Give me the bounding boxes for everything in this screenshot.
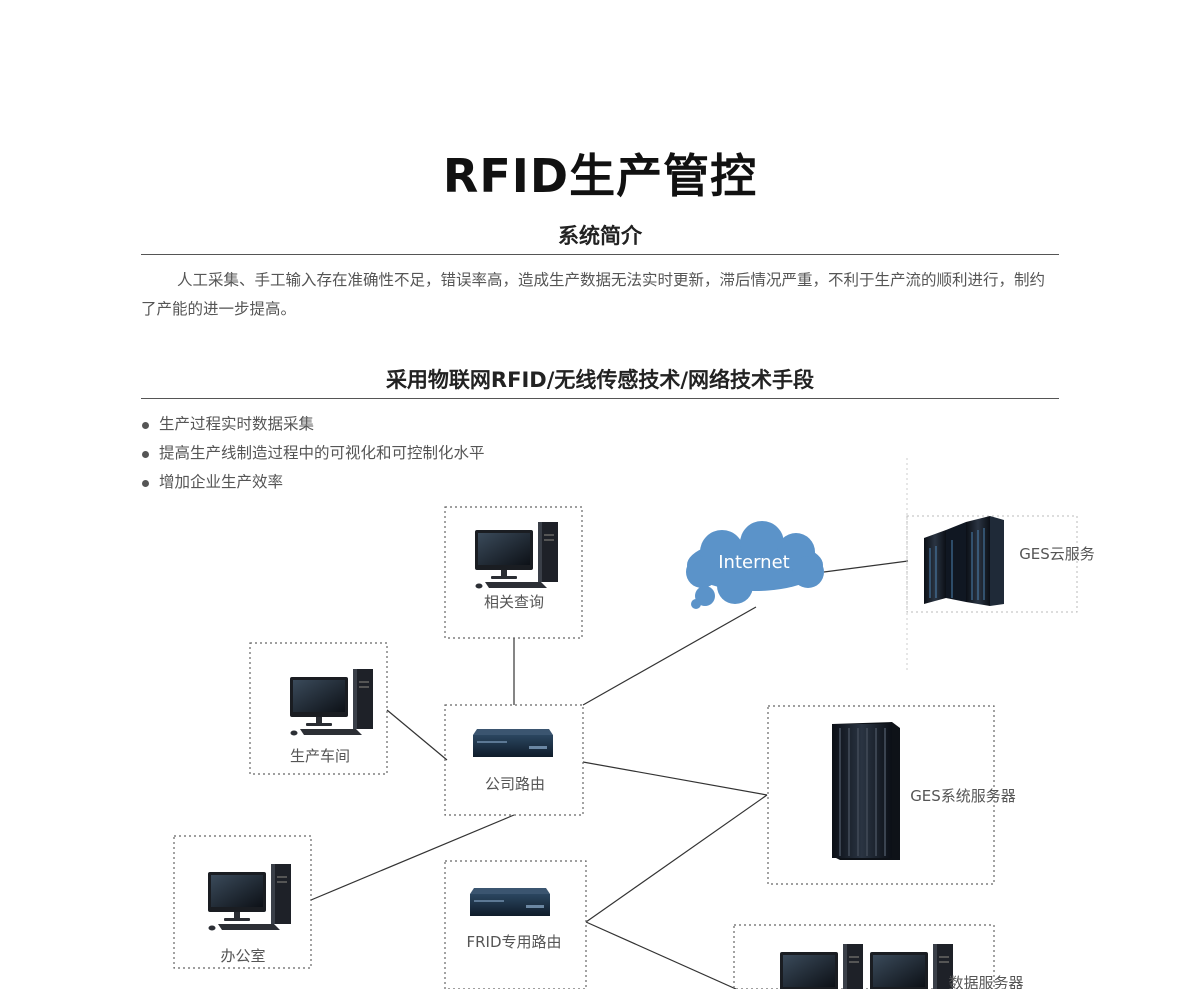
bullet-item: 提高生产线制造过程中的可视化和可控制化水平 — [141, 439, 485, 468]
ges-server-node-label: GES系统服务器 — [910, 787, 1016, 805]
router-node-box — [444, 704, 584, 816]
approach-bullet-list: 生产过程实时数据采集 提高生产线制造过程中的可视化和可控制化水平 增加企业生产效… — [141, 410, 485, 497]
cloud-node-box — [906, 515, 1078, 613]
bullet-item: 生产过程实时数据采集 — [141, 410, 485, 439]
data-server-node-box — [733, 924, 995, 989]
query-node-box — [444, 506, 583, 639]
link-router-internet — [582, 606, 757, 706]
page-title: RFID生产管控 — [442, 149, 758, 203]
intro-divider — [141, 254, 1059, 255]
desktop-computer-icon — [475, 522, 558, 589]
intro-heading: 系统简介 — [558, 224, 642, 248]
desktop-computer-icon — [780, 944, 863, 989]
link-workshop-router — [386, 709, 448, 761]
cloud-node-label: GES云服务 — [1019, 545, 1095, 563]
approach-heading: 采用物联网RFID/无线传感技术/网络技术手段 — [385, 368, 815, 392]
internet-node-label: Internet — [718, 552, 789, 573]
link-rfid-router-ges-server — [585, 794, 768, 923]
server-rack-icon — [924, 516, 1004, 606]
server-tower-icon — [832, 722, 900, 860]
office-node-box — [173, 835, 312, 969]
link-rfid-router-data-server — [585, 921, 737, 989]
link-office-router — [310, 814, 515, 901]
intro-text: 人工采集、手工输入存在准确性不足，错误率高，造成生产数据无法实时更新，滞后情况严… — [141, 271, 1046, 318]
desktop-computer-icon — [290, 669, 373, 736]
network-router-icon — [470, 888, 550, 916]
rfid-router-node-box — [444, 860, 587, 989]
bullet-item: 增加企业生产效率 — [141, 468, 485, 497]
workshop-node-box — [249, 642, 388, 775]
rfid-router-node-label: FRID专用路由 — [466, 933, 561, 951]
link-internet-cloud — [823, 560, 909, 573]
ges-server-node-box — [767, 705, 995, 885]
approach-divider — [141, 398, 1059, 399]
router-node-label: 公司路由 — [485, 775, 545, 793]
workshop-node-label: 生产车间 — [290, 747, 350, 765]
query-node-label: 相关查询 — [484, 593, 544, 611]
link-router-ges-server — [582, 761, 768, 796]
data-server-node-label: 数据服务器 — [948, 974, 1023, 989]
desktop-computer-icon — [208, 864, 291, 931]
desktop-computer-icon — [870, 944, 953, 989]
office-node-label: 办公室 — [220, 947, 265, 965]
cloud-icon — [686, 521, 824, 609]
network-router-icon — [473, 729, 553, 757]
